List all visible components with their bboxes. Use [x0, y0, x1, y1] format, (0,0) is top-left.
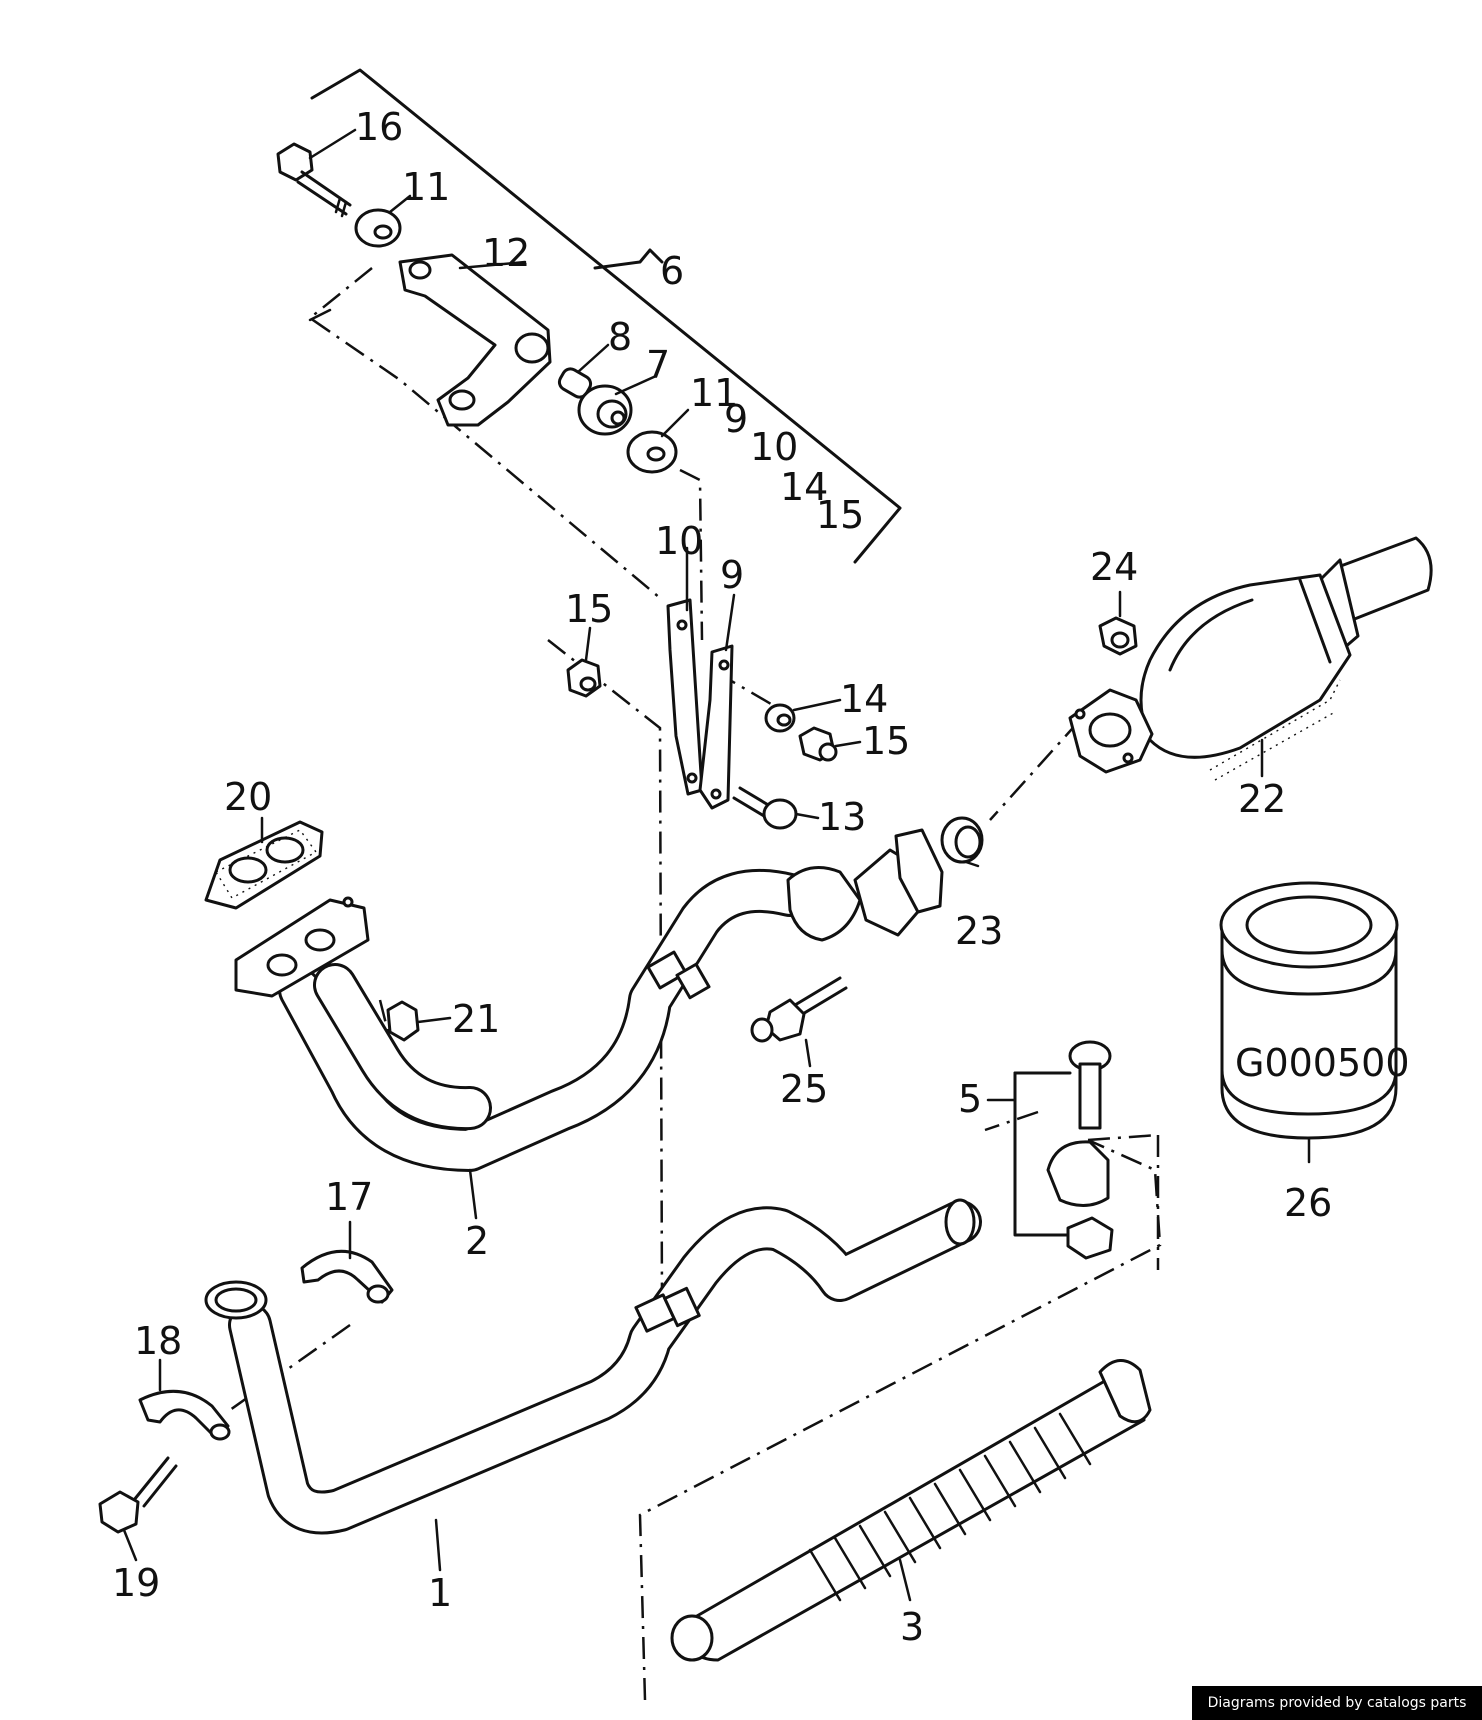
- label-6: 6: [660, 249, 684, 293]
- hanger-strap-10: [666, 598, 704, 796]
- kit-6-bracket-line: [308, 68, 902, 564]
- flex-pipe-3: [670, 1359, 1152, 1662]
- front-pipe-2: [234, 828, 944, 1172]
- nut-15-right: [798, 726, 838, 762]
- label-3: 3: [900, 1605, 924, 1649]
- label-8: 8: [608, 315, 632, 359]
- bolt-25: [750, 976, 848, 1043]
- label-26: 26: [1284, 1181, 1332, 1225]
- label-1: 1: [428, 1571, 452, 1615]
- seal-ring-23: [940, 816, 984, 864]
- clamp-17: [300, 1249, 394, 1304]
- label-13: 13: [818, 795, 866, 839]
- label-11b: 11: [690, 371, 738, 415]
- nut-21: [386, 1000, 420, 1042]
- label-11a: 11: [402, 165, 450, 209]
- gasket-20: [204, 820, 324, 910]
- label-22: 22: [1238, 777, 1286, 821]
- hanger-strap-9: [698, 644, 734, 810]
- label-10b: 10: [655, 519, 703, 563]
- label-17: 17: [325, 1175, 373, 1219]
- label-7: 7: [646, 343, 670, 387]
- leader-lines: [122, 128, 1264, 1602]
- bolt-13: [732, 786, 798, 830]
- label-15c: 15: [862, 719, 910, 763]
- label-15a: 15: [816, 493, 864, 537]
- washer-11-mid: [626, 430, 678, 474]
- part-stamp: G000500: [1235, 1041, 1410, 1085]
- diagram-credit-banner: Diagrams provided by catalogs parts: [1192, 1686, 1482, 1720]
- label-15b: 15: [565, 587, 613, 631]
- catalytic-converter-22: [1068, 536, 1433, 781]
- label-21: 21: [452, 997, 500, 1041]
- label-5: 5: [958, 1077, 982, 1121]
- label-18: 18: [134, 1319, 182, 1363]
- label-23: 23: [955, 909, 1003, 953]
- label-14a: 14: [780, 465, 828, 509]
- bolt-16: [276, 142, 352, 218]
- label-25: 25: [780, 1067, 828, 1111]
- rear-pipe-1: [204, 1198, 982, 1535]
- rubber-mount-7: [577, 384, 633, 436]
- label-14b: 14: [840, 677, 888, 721]
- label-10a: 10: [750, 425, 798, 469]
- nut-24: [1098, 616, 1138, 656]
- bracket-12: [398, 253, 552, 427]
- washer-14: [764, 703, 796, 733]
- clamp-18: [138, 1389, 231, 1441]
- bolt-19: [98, 1456, 178, 1534]
- label-19: 19: [112, 1561, 160, 1605]
- nut-15-left: [566, 658, 602, 698]
- label-9a: 9: [724, 397, 748, 441]
- clamp-kit-5: [986, 1040, 1114, 1260]
- label-20: 20: [224, 775, 272, 819]
- label-2: 2: [465, 1219, 489, 1263]
- label-9b: 9: [720, 553, 744, 597]
- washer-11-top: [354, 208, 402, 248]
- label-24: 24: [1090, 545, 1138, 589]
- cylinder-26: [1219, 881, 1399, 1164]
- label-16: 16: [355, 105, 403, 149]
- label-12: 12: [482, 231, 530, 275]
- callout-labels: 16 11 12 6 8 7 11 9 10 14 15 10 9 15 24 …: [112, 105, 1332, 1649]
